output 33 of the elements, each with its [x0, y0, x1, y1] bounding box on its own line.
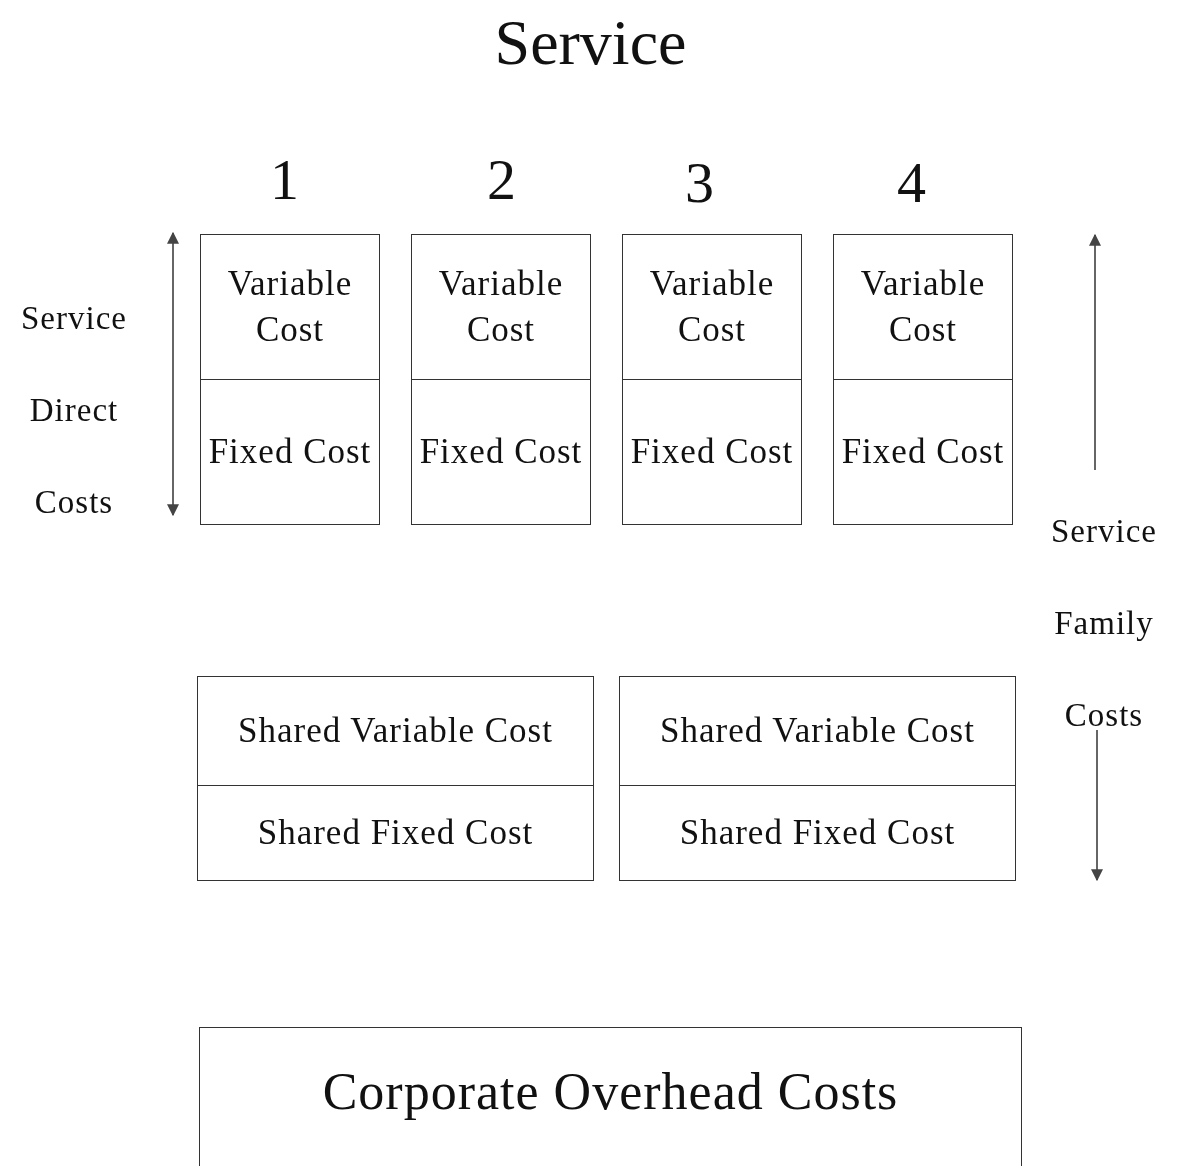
box-text: Shared Fixed Cost	[679, 812, 956, 854]
cost-box	[200, 379, 380, 525]
box-text: Corporate Overhead Costs	[322, 1062, 899, 1122]
box-text: Shared Variable Cost	[238, 710, 553, 752]
cost-box	[619, 676, 1016, 786]
box-text: Variable Cost	[437, 263, 565, 351]
cost-box	[619, 785, 1016, 881]
column-number: 3	[684, 149, 716, 217]
cost-box	[411, 234, 591, 380]
cost-box	[622, 379, 802, 525]
cost-box	[199, 1027, 1022, 1166]
title: Service	[493, 6, 688, 80]
box-text: Fixed Cost	[841, 431, 1005, 473]
box-text: Variable Cost	[859, 263, 987, 351]
box-text: Shared Fixed Cost	[257, 812, 534, 854]
column-number: 4	[896, 149, 928, 217]
box-text: Variable Cost	[648, 263, 776, 351]
cost-box	[411, 379, 591, 525]
cost-box	[833, 234, 1013, 380]
cost-box	[200, 234, 380, 380]
cost-box	[833, 379, 1013, 525]
box-text: Shared Variable Cost	[660, 710, 975, 752]
cost-box	[197, 676, 594, 786]
column-number: 1	[269, 146, 301, 214]
cost-box	[197, 785, 594, 881]
box-text: Fixed Cost	[630, 431, 794, 473]
box-text: Fixed Cost	[208, 431, 372, 473]
cost-box	[622, 234, 802, 380]
column-number: 2	[486, 146, 518, 214]
side-label: Service Family Costs	[1050, 512, 1158, 735]
box-text: Fixed Cost	[419, 431, 583, 473]
side-label: Service Direct Costs	[20, 299, 128, 522]
box-text: Variable Cost	[226, 263, 354, 351]
